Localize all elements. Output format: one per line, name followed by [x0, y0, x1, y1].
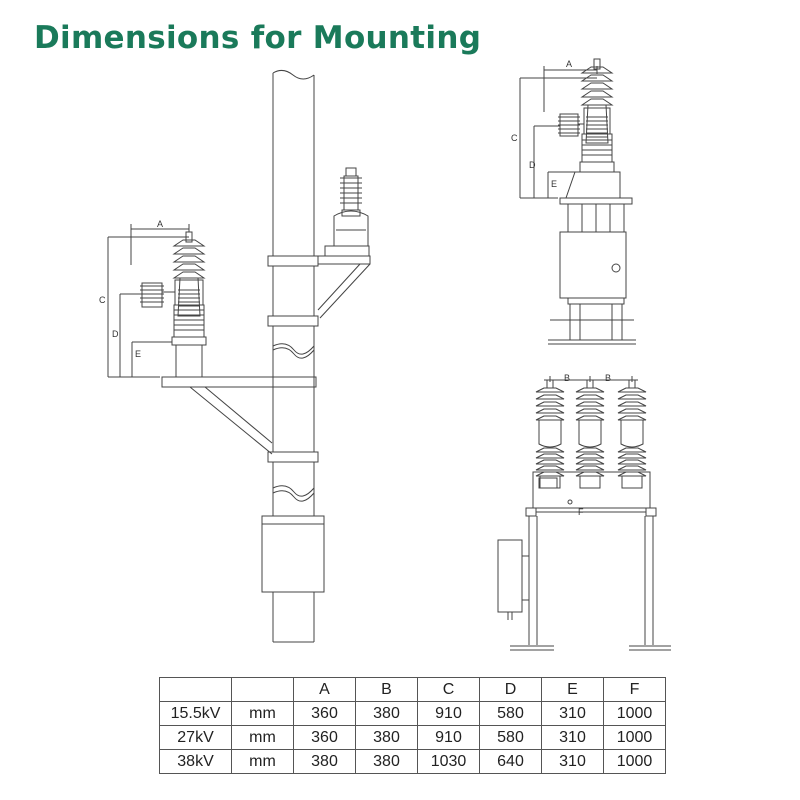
cb-brace-a: [189, 386, 273, 455]
pt-bracket-arm: [317, 255, 371, 265]
table-cell: 1000: [603, 701, 666, 726]
pole-top-break: [272, 69, 315, 80]
cb-brace-b: [204, 386, 273, 444]
table-header-cell: B: [355, 677, 418, 702]
pole-break-4: [272, 490, 315, 502]
table-header-cell: E: [541, 677, 604, 702]
pt-bracket-brace-b: [317, 263, 361, 311]
table-cell: 310: [541, 701, 604, 726]
table-cell: 580: [479, 725, 542, 750]
dim-label-e-left: E: [135, 349, 141, 359]
table-header-cell: D: [479, 677, 542, 702]
table-cell: 910: [417, 701, 480, 726]
pt-base: [324, 245, 370, 257]
table-cell: 310: [541, 725, 604, 750]
table-header-cell: F: [603, 677, 666, 702]
pole-clamp-2: [267, 315, 319, 327]
cb-mount-base: [171, 336, 207, 346]
pole-clamp-3: [267, 451, 319, 463]
dim-label-d-side: D: [529, 160, 536, 170]
pole-control-box: [261, 515, 325, 593]
front-top-frame: [532, 471, 651, 509]
table-cell: mm: [231, 701, 294, 726]
dim-label-c-left: C: [99, 295, 106, 305]
table-cell: 580: [479, 701, 542, 726]
table-cell: 1030: [417, 749, 480, 774]
table-cell: 380: [355, 701, 418, 726]
table-row: 15.5kV mm 360 380 910 580 310 1000: [159, 701, 666, 726]
dim-label-e-side: E: [551, 179, 557, 189]
pole-break-2: [272, 347, 315, 359]
pole-break-3: [272, 485, 315, 497]
table-row: 38kV mm 380 380 1030 640 310 1000: [159, 749, 666, 774]
dim-label-a-left: A: [157, 219, 163, 229]
dim-label-c-side: C: [511, 133, 518, 143]
table-header-cell: A: [293, 677, 356, 702]
side-top-plate: [559, 197, 633, 205]
table-cell: 360: [293, 701, 356, 726]
dim-label-b-front-2: B: [605, 373, 611, 383]
page-title: Dimensions for Mounting: [34, 20, 482, 56]
pole-break-1: [272, 343, 315, 355]
side-mechanism-box: [559, 231, 627, 299]
table-header-cell: C: [417, 677, 480, 702]
table-header-row: A B C D E F: [159, 677, 666, 702]
dimensions-table: A B C D E F 15.5kV mm 360 380 910 580 31…: [159, 677, 666, 774]
table-header-cell: [159, 677, 232, 702]
dim-label-d-left: D: [112, 329, 119, 339]
front-control-box: [497, 539, 523, 613]
table-cell: 310: [541, 749, 604, 774]
table-cell: mm: [231, 725, 294, 750]
table-cell: 380: [355, 749, 418, 774]
dim-label-a-side: A: [566, 59, 572, 69]
table-header-cell: [231, 677, 294, 702]
pt-bracket-brace-a: [319, 263, 371, 319]
table-cell: 38kV: [159, 749, 232, 774]
pt-body: [333, 210, 369, 246]
table-cell: 640: [479, 749, 542, 774]
table-cell: 1000: [603, 725, 666, 750]
dim-label-f-front: F: [578, 507, 584, 517]
table-cell: 380: [355, 725, 418, 750]
table-cell: 360: [293, 725, 356, 750]
table-cell: 910: [417, 725, 480, 750]
cb-bracket-arm: [161, 376, 317, 388]
table-cell: 380: [293, 749, 356, 774]
table-cell: 1000: [603, 749, 666, 774]
table-cell: 27kV: [159, 725, 232, 750]
dim-label-b-front-1: B: [564, 373, 570, 383]
table-row: 27kV mm 360 380 910 580 310 1000: [159, 725, 666, 750]
table-cell: 15.5kV: [159, 701, 232, 726]
table-cell: mm: [231, 749, 294, 774]
pole-clamp-1: [267, 255, 319, 267]
